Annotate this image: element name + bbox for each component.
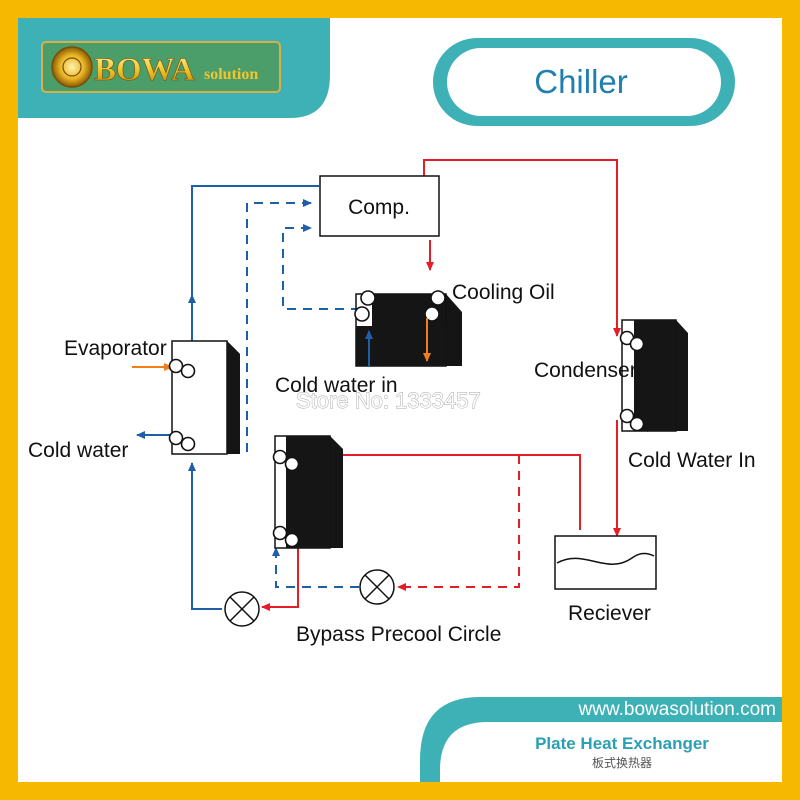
- bypass-hot-line: [397, 455, 520, 591]
- condenser-label: Condenser: [534, 359, 637, 382]
- website-url: www.bowasolution.com: [578, 699, 776, 720]
- product-name-en: Plate Heat Exchanger: [535, 734, 709, 753]
- cooling-oil-label: Cooling Oil: [452, 281, 555, 304]
- precool-return-line: [246, 199, 312, 452]
- liquid-to-subcooler-line: [301, 451, 581, 530]
- store-watermark: Store No: 1333457: [296, 388, 481, 413]
- expansion-valve-main-icon: [224, 591, 260, 627]
- expansion-to-evap-line: [188, 462, 222, 610]
- logo-word: BOWA: [94, 52, 195, 88]
- bowa-logo: BOWA solution: [41, 41, 281, 93]
- bypass-cold-line: [272, 547, 359, 588]
- compressor-label: Comp.: [348, 196, 410, 219]
- oil-cooler: [354, 290, 462, 367]
- footer-white-panel: [440, 722, 782, 782]
- receiver: [554, 535, 657, 590]
- subcooler-out-line: [261, 540, 299, 611]
- page-title: Chiller: [534, 63, 628, 100]
- logo-suffix: solution: [204, 66, 258, 83]
- evaporator-label: Evaporator: [64, 337, 167, 360]
- receiver-label: Reciever: [568, 602, 651, 625]
- condenser: [619, 319, 688, 432]
- oil-return-line: [282, 224, 360, 310]
- product-name-cn: 板式换热器: [592, 756, 652, 770]
- title-pill: Chiller: [433, 38, 735, 126]
- bypass-label: Bypass Precool Circle: [296, 623, 501, 646]
- expansion-valve-bypass-icon: [359, 569, 395, 605]
- cold-water-in-oil-label: Cold water in: [275, 374, 398, 397]
- subcooler: [272, 435, 343, 549]
- hot-gas-line: [423, 159, 621, 337]
- evaporator: [168, 340, 240, 455]
- sun-emblem-icon: [51, 46, 93, 88]
- compressor: Comp.: [319, 175, 440, 237]
- cold-water-label: Cold water: [28, 439, 128, 462]
- suction-line: [191, 185, 319, 298]
- cold-water-in-cond-label: Cold Water In: [628, 449, 756, 472]
